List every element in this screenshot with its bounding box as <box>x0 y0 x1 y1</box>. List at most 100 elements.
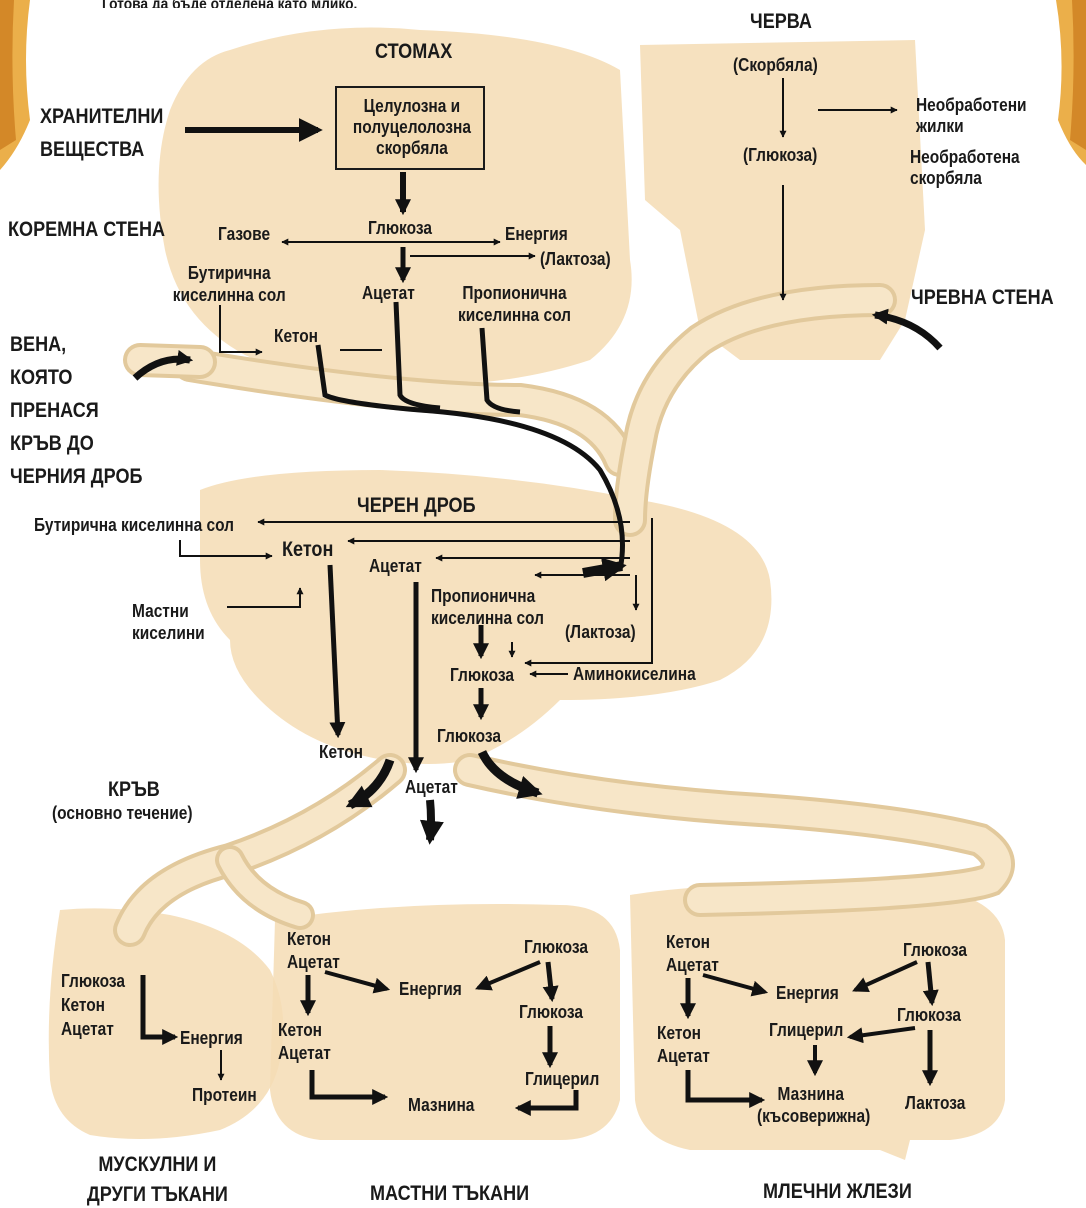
unprocessed-starch: Необработена скорбяла <box>910 147 1020 189</box>
mammary-glycerol: Глицерил <box>769 1020 844 1040</box>
stomach-butyrate: Бутирична киселинна сол <box>163 262 295 306</box>
mammary-input2: Ацетат <box>657 1046 710 1066</box>
intestinal-wall-title: ЧРЕВНА СТЕНА <box>911 286 1054 309</box>
muscle-title: МУСКУЛНИ И ДРУГИ ТЪКАНИ <box>80 1150 235 1208</box>
muscle-inputs: Глюкоза Кетон Ацетат <box>61 969 125 1041</box>
stomach-acetate: Ацетат <box>362 283 415 303</box>
adipose-input2: Кетон <box>278 1020 323 1040</box>
blood-subtitle: (основно течение) <box>52 803 193 823</box>
liver-fatty-acids: Мастни киселини <box>132 600 205 644</box>
stomach-energy: Енергия <box>505 224 568 244</box>
stomach-title: СТОМАХ <box>375 40 453 63</box>
liver-amino-acid: Аминокиселина <box>573 664 696 684</box>
intestine-starch: (Скорбяла) <box>733 55 818 75</box>
muscle-input: Глюкоза <box>61 971 125 991</box>
portal-vein-line: КОЯТО <box>10 366 73 389</box>
mammary-fat-line: Мазнина <box>777 1084 844 1104</box>
mammary-input: Ацетат <box>666 955 719 975</box>
muscle-input: Ацетат <box>61 1019 114 1039</box>
adipose-energy: Енергия <box>399 979 462 999</box>
adipose-inputs: Кетон Ацетат <box>287 928 340 974</box>
box-label-line: полуцелолозна <box>352 117 471 137</box>
stomach-ketone: Кетон <box>274 326 319 346</box>
muscle-arrows <box>140 975 225 1081</box>
mammary-glucose2: Глюкоза <box>897 1005 961 1025</box>
feed-label-line: ХРАНИТЕЛНИ <box>40 105 164 128</box>
adipose-glucose: Глюкоза <box>524 937 588 957</box>
mammary-shape <box>630 883 1005 1160</box>
feed-label-line: ВЕЩЕСТВА <box>40 138 145 161</box>
mammary-fat: Мазнина (късоверижна) <box>757 1083 871 1127</box>
liver-ketone: Кетон <box>282 538 334 561</box>
liver-thick-arrows <box>327 564 543 845</box>
liver-propionate: Пропионична киселинна сол <box>431 585 544 629</box>
stomach-gases: Газове <box>218 224 271 244</box>
stomach-butyrate-line: киселинна сол <box>172 285 286 305</box>
liver-propionate-line: киселинна сол <box>431 608 544 628</box>
stomach-propionate-line: киселинна сол <box>458 305 571 325</box>
portal-vein-line: ПРЕНАСЯ <box>10 399 99 422</box>
mammary-energy: Енергия <box>776 983 839 1003</box>
stomach-propionate: Пропионична киселинна сол <box>450 282 579 326</box>
mammary-inputs: Кетон Ацетат <box>666 931 719 977</box>
top-caption: Готова да бъде отделена като млико. <box>102 0 357 8</box>
liver-title: ЧЕРЕН ДРОБ <box>357 494 476 517</box>
adipose-fat: Мазнина <box>408 1095 475 1115</box>
intestine-arrows <box>779 78 898 301</box>
stomach-arrows <box>185 118 627 582</box>
adipose-glycerol: Глицерил <box>525 1069 600 1089</box>
liver-propionate-line: Пропионична <box>431 586 536 606</box>
muscle-shape <box>48 908 284 1139</box>
box-label-line: Целулозна и <box>363 96 461 116</box>
liver-glucose: Глюкоза <box>450 665 514 685</box>
muscle-title-line: МУСКУЛНИ И <box>98 1153 217 1176</box>
mammary-fat-line: (късоверижна) <box>757 1106 871 1126</box>
intestine-title: ЧЕРВА <box>750 10 812 33</box>
mammary-glucose: Глюкоза <box>903 940 967 960</box>
mammary-inputs2: Кетон Ацетат <box>657 1022 710 1068</box>
liver-fatty-acids-line: киселини <box>132 623 205 643</box>
muscle-protein: Протеин <box>192 1085 257 1105</box>
unprocessed-starch-line: скорбяла <box>910 168 982 188</box>
liver-butyrate: Бутирична киселинна сол <box>34 515 235 535</box>
intestine-glucose: (Глюкоза) <box>743 145 818 165</box>
box-label-line: скорбяла <box>375 138 448 158</box>
box-label: Целулозна и полуцелолозна скорбяла <box>344 96 480 159</box>
mammary-input2: Кетон <box>657 1023 702 1043</box>
mammary-input: Кетон <box>666 932 711 952</box>
adipose-input: Ацетат <box>287 952 340 972</box>
stomach-butyrate-line: Бутирична <box>187 263 271 283</box>
mammary-arrows <box>680 960 939 1108</box>
abdominal-wall-title: КОРЕМНА СТЕНА <box>8 218 166 241</box>
adipose-input2: Ацетат <box>278 1043 331 1063</box>
muscle-title-line: ДРУГИ ТЪКАНИ <box>86 1183 228 1206</box>
portal-vein-line: КРЪВ ДО <box>10 432 94 455</box>
liver-arrows <box>179 518 653 678</box>
corner-accent-left <box>0 0 30 170</box>
adipose-title: МАСТНИ ТЪКАНИ <box>370 1182 530 1205</box>
liver-shape <box>200 470 772 764</box>
adipose-glucose2: Глюкоза <box>519 1002 583 1022</box>
adipose-inputs2: Кетон Ацетат <box>278 1019 331 1065</box>
stomach-glucose: Глюкоза <box>368 218 432 238</box>
portal-vein-title: ВЕНА, КОЯТО ПРЕНАСЯ КРЪВ ДО ЧЕРНИЯ ДРОБ <box>10 328 143 493</box>
liver-acetate: Ацетат <box>369 556 422 576</box>
stomach-lactose: (Лактоза) <box>540 249 611 269</box>
mammary-lactose: Лактоза <box>905 1093 966 1113</box>
muscle-energy: Енергия <box>180 1028 243 1048</box>
unprocessed-fibers: Необработени жилки <box>916 95 1027 137</box>
adipose-input: Кетон <box>287 929 332 949</box>
corner-accent-right <box>1056 0 1086 165</box>
blood-ketone: Кетон <box>319 742 364 762</box>
unprocessed-fibers-line: Необработени <box>916 95 1027 115</box>
portal-vein-line: ЧЕРНИЯ ДРОБ <box>10 465 143 488</box>
intestinal-wall-flow-arrow <box>871 308 943 351</box>
portal-vein-flow-arrow <box>132 350 194 381</box>
blood-title: КРЪВ <box>108 778 160 801</box>
portal-vein-line: ВЕНА, <box>10 333 67 356</box>
muscle-input: Кетон <box>61 995 106 1015</box>
stomach-propionate-line: Пропионична <box>462 283 567 303</box>
liver-lactose: (Лактоза) <box>565 622 636 642</box>
